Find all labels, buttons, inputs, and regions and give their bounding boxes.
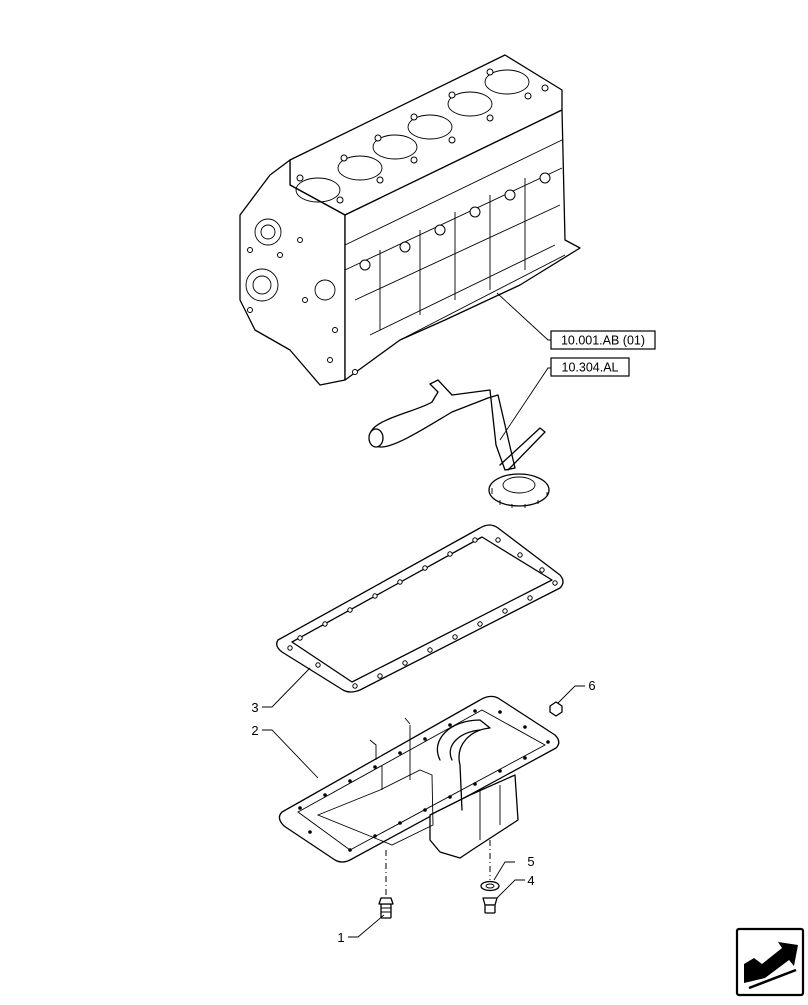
callout-6: 6 bbox=[588, 678, 595, 693]
oil-pan-flange-holes bbox=[298, 709, 550, 852]
leader-4 bbox=[496, 879, 525, 899]
washer-part-5 bbox=[480, 880, 500, 892]
leader-6 bbox=[557, 685, 585, 704]
reference-link-10-001-ab[interactable]: 10.001.AB (01) bbox=[550, 330, 656, 350]
leader-3 bbox=[262, 667, 311, 708]
oil-pickup-tube bbox=[368, 379, 550, 508]
reference-label: 10.304.AL bbox=[562, 361, 619, 375]
reference-link-10-304-al[interactable]: 10.304.AL bbox=[550, 357, 630, 377]
callout-5: 5 bbox=[527, 854, 534, 869]
drain-plug-part-4 bbox=[482, 897, 498, 914]
leader-5 bbox=[493, 861, 515, 881]
callout-3: 3 bbox=[251, 700, 258, 715]
nut-part-6 bbox=[549, 701, 563, 717]
gasket-bolt-holes bbox=[287, 537, 558, 689]
callout-1: 1 bbox=[337, 930, 344, 945]
leader-ref-2 bbox=[499, 367, 552, 441]
next-page-arrow-icon[interactable] bbox=[735, 927, 805, 997]
leader-ref-1 bbox=[496, 292, 552, 341]
oil-pan-gasket bbox=[276, 524, 564, 693]
leader-2 bbox=[262, 729, 319, 779]
bolt-part-1 bbox=[378, 897, 394, 919]
oil-pan bbox=[278, 695, 560, 863]
callout-4: 4 bbox=[527, 873, 534, 888]
callout-2: 2 bbox=[251, 723, 258, 738]
reference-label: 10.001.AB (01) bbox=[561, 334, 645, 348]
engine-block bbox=[239, 54, 581, 386]
leader-1 bbox=[348, 914, 385, 938]
